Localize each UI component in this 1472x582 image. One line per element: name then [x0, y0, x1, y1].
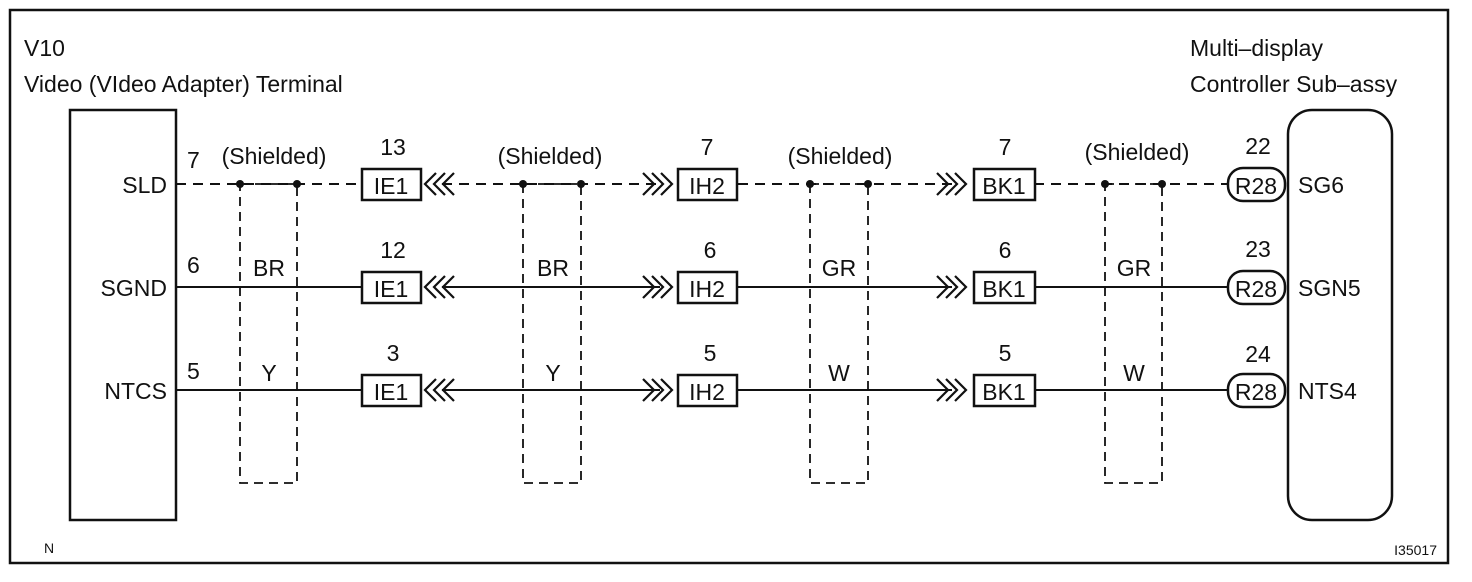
left-component-code: V10 — [24, 35, 65, 61]
shield-box-4 — [1104, 183, 1163, 484]
left-component-name: Video (VIdeo Adapter) Terminal — [24, 71, 343, 97]
junction-dot — [806, 180, 814, 188]
right-pin-number-23: 23 — [1245, 236, 1271, 262]
wire-color-label: GR — [822, 255, 857, 281]
left-pin-sld: SLD — [122, 172, 167, 198]
ie1-connector-label: IE1 — [374, 379, 409, 405]
left-pin-number-sld: 7 — [187, 147, 200, 173]
shielded-label-1: (Shielded) — [222, 143, 327, 169]
ie1-connector-sgnd — [360, 270, 423, 305]
shield-box-3 — [809, 183, 869, 484]
left-component-body — [68, 108, 178, 522]
ih2-connector-label: IH2 — [689, 379, 725, 405]
r28-connector-label: R28 — [1235, 276, 1277, 302]
shielded-label-2: (Shielded) — [498, 143, 603, 169]
right-component-name-line2: Controller Sub–assy — [1190, 71, 1398, 97]
ih2-mating-chevrons — [642, 378, 674, 402]
wire-color-label: BR — [537, 255, 569, 281]
bk1-pin-number-sld: 7 — [999, 134, 1012, 160]
r28-connector-nts4 — [1226, 372, 1287, 409]
left-pin-sgnd: SGND — [101, 275, 167, 301]
ih2-pin-number-sgnd: 6 — [704, 237, 717, 263]
ih2-connector-sgnd — [676, 270, 739, 305]
ih2-pin-number-ntcs: 5 — [704, 340, 717, 366]
shield-box-2 — [522, 183, 582, 484]
figure-id: I35017 — [1394, 542, 1437, 558]
footer-left-label: N — [44, 540, 54, 556]
ih2-connector-label: IH2 — [689, 276, 725, 302]
bk1-connector-sld — [972, 167, 1037, 202]
bk1-pin-number-ntcs: 5 — [999, 340, 1012, 366]
r28-connector-sg6 — [1226, 166, 1287, 203]
bk1-mating-chevrons — [936, 378, 968, 402]
wire-color-label: Y — [545, 360, 560, 386]
left-pin-number-sgnd: 6 — [187, 252, 200, 278]
shielded-label-3: (Shielded) — [788, 143, 893, 169]
junction-dot — [1158, 180, 1166, 188]
bk1-mating-chevrons — [936, 275, 968, 299]
ie1-pin-number-ntcs: 3 — [387, 340, 400, 366]
ie1-pin-number-sgnd: 12 — [380, 237, 406, 263]
bk1-mating-chevrons — [936, 172, 968, 196]
ie1-pin-number-sld: 13 — [380, 134, 406, 160]
ih2-pin-number-sld: 7 — [701, 134, 714, 160]
ie1-connector-label: IE1 — [374, 276, 409, 302]
ie1-mating-chevrons — [423, 275, 455, 299]
r28-connector-label: R28 — [1235, 379, 1277, 405]
ie1-mating-chevrons — [423, 172, 455, 196]
wire-color-label: Y — [261, 360, 276, 386]
right-pin-number-24: 24 — [1245, 341, 1271, 367]
wire-color-label: GR — [1117, 255, 1152, 281]
bk1-pin-number-sgnd: 6 — [999, 237, 1012, 263]
ih2-mating-chevrons — [642, 275, 674, 299]
ih2-connector-sld — [676, 167, 739, 202]
ih2-connector-ntcs — [676, 373, 739, 408]
junction-dot — [293, 180, 301, 188]
ie1-connector-label: IE1 — [374, 173, 409, 199]
left-pin-ntcs: NTCS — [104, 378, 167, 404]
bk1-connector-sgnd — [972, 270, 1037, 305]
right-pin-sg6: SG6 — [1298, 172, 1344, 198]
left-pin-number-ntcs: 5 — [187, 358, 200, 384]
ih2-mating-chevrons — [642, 172, 674, 196]
shielded-label-4: (Shielded) — [1085, 139, 1190, 165]
ie1-mating-chevrons — [423, 378, 455, 402]
right-pin-number-22: 22 — [1245, 133, 1271, 159]
right-component-name-line1: Multi–display — [1190, 35, 1323, 61]
bk1-connector-label: BK1 — [982, 276, 1025, 302]
ie1-connector-sld — [360, 167, 423, 202]
ie1-connector-ntcs — [360, 373, 423, 408]
shield-box-1 — [239, 183, 298, 484]
ih2-connector-label: IH2 — [689, 173, 725, 199]
wire-color-label: W — [828, 360, 850, 386]
junction-dot — [577, 180, 585, 188]
junction-dot — [236, 180, 244, 188]
right-pin-nts4: NTS4 — [1298, 378, 1357, 404]
right-component-body — [1286, 108, 1394, 522]
right-pin-sgn5: SGN5 — [1298, 275, 1361, 301]
junction-dot — [864, 180, 872, 188]
r28-connector-label: R28 — [1235, 173, 1277, 199]
bk1-connector-label: BK1 — [982, 173, 1025, 199]
wire-color-label: W — [1123, 360, 1145, 386]
r28-connector-sgn5 — [1226, 269, 1287, 306]
bk1-connector-label: BK1 — [982, 379, 1025, 405]
bk1-connector-ntcs — [972, 373, 1037, 408]
junction-dot — [519, 180, 527, 188]
wire-color-label: BR — [253, 255, 285, 281]
junction-dot — [1101, 180, 1109, 188]
diagram-frame — [8, 8, 1450, 565]
